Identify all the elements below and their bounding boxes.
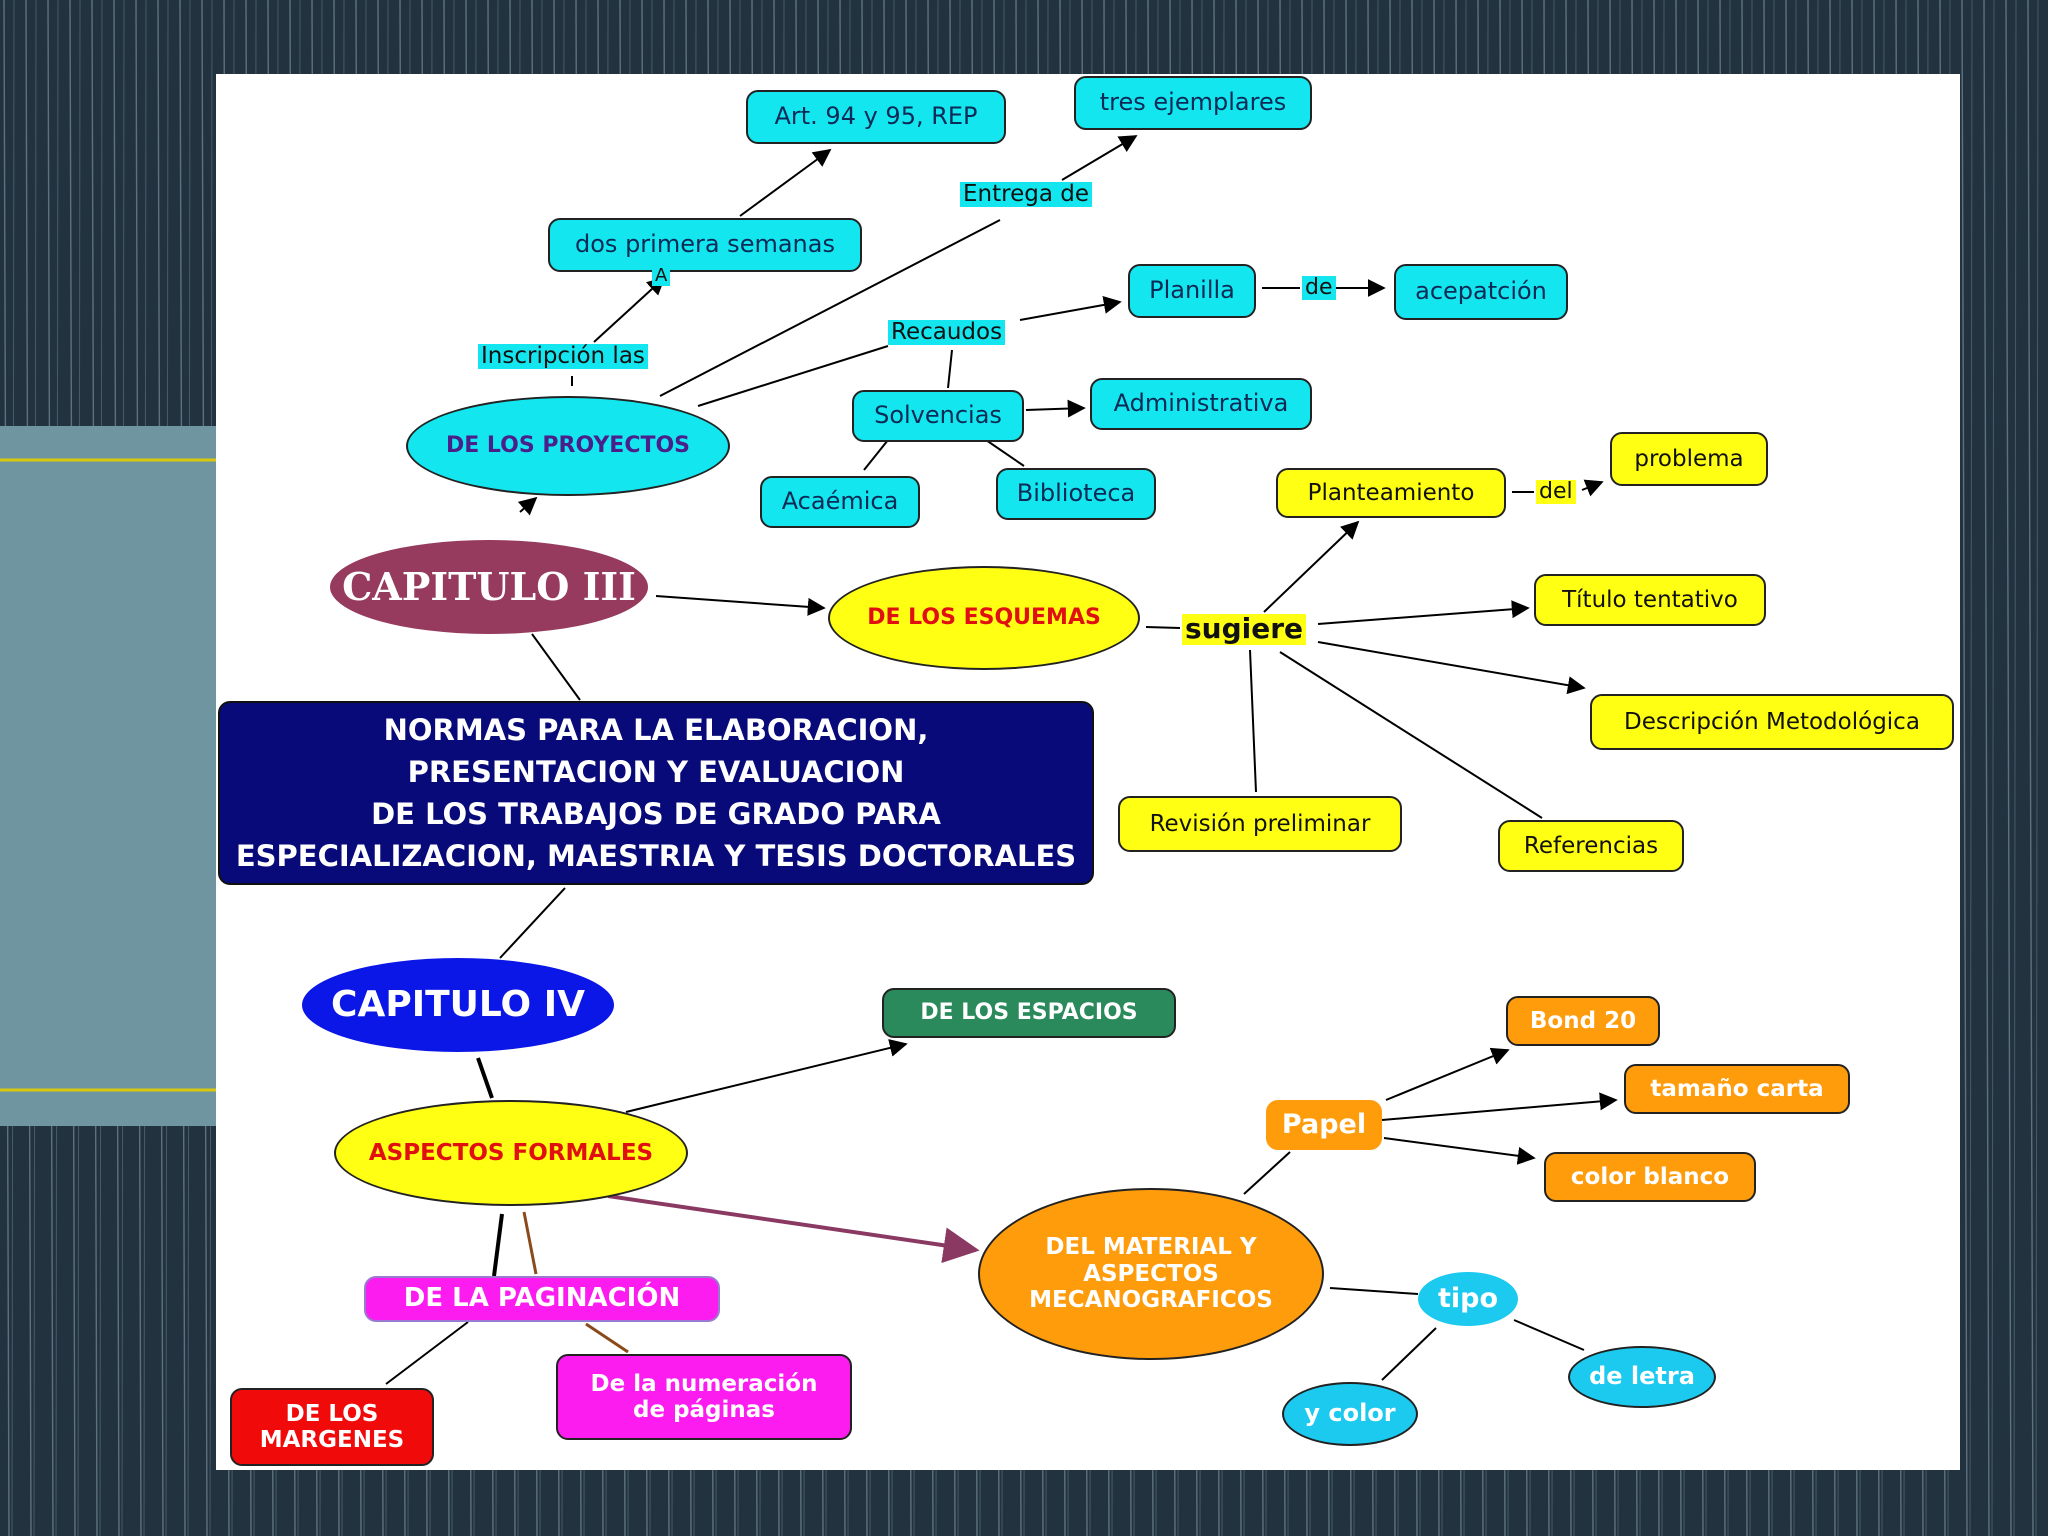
dos-semanas-node: dos primera semanas — [548, 218, 862, 272]
esquemas-node: DE LOS ESQUEMAS — [828, 566, 1140, 670]
biblioteca-node: Biblioteca — [996, 468, 1156, 520]
link-tipo-deletra — [1513, 1319, 1585, 1351]
link-material-papel — [1243, 1151, 1291, 1195]
title-line-1: NORMAS PARA LA ELABORACION, — [383, 712, 929, 747]
margenes-line-1: DE LOS — [285, 1400, 379, 1427]
proyectos-node: DE LOS PROYECTOS — [406, 396, 730, 496]
link-ch3-esquemas — [655, 595, 826, 616]
link-aspectos-espacios — [625, 1039, 908, 1113]
de-letra-node: de letra — [1568, 1346, 1716, 1408]
recaudos-label: Recaudos — [888, 319, 1006, 346]
material-line-3: MECANOGRAFICOS — [1029, 1287, 1273, 1314]
numeracion-line-2: de páginas — [633, 1397, 775, 1423]
link-sugiere-planteamiento — [1263, 520, 1360, 613]
link-del-problema — [1581, 479, 1604, 497]
link-solv-academica — [863, 439, 889, 471]
chapter-3-node: CAPITULO III — [330, 540, 648, 634]
chapter-4-node: CAPITULO IV — [302, 958, 614, 1052]
link-material-tipo — [1329, 1287, 1419, 1295]
title-line-3: DE LOS TRABAJOS DE GRADO PARA — [371, 797, 941, 831]
planteamiento-node: Planteamiento — [1276, 468, 1506, 518]
art-node: Art. 94 y 95, REP — [746, 90, 1006, 144]
link-tipo-ycolor — [1381, 1327, 1437, 1381]
administrativa-node: Administrativa — [1090, 378, 1312, 430]
espacios-node: DE LOS ESPACIOS — [882, 988, 1176, 1038]
entrega-label: Entrega de — [960, 181, 1092, 208]
revision-node: Revisión preliminar — [1118, 796, 1402, 852]
link-papel-color — [1383, 1137, 1536, 1165]
academica-node: Acaémica — [760, 476, 920, 528]
numeracion-line-1: De la numeración — [590, 1370, 818, 1397]
link-proy-entrega — [659, 219, 1001, 397]
problema-node: problema — [1610, 432, 1768, 486]
link-aspectos-paginacion — [492, 1213, 504, 1277]
link-esquemas-sugiere — [1145, 626, 1181, 629]
material-node: DEL MATERIAL Y ASPECTOS MECANOGRAFICOS — [978, 1188, 1324, 1360]
link-title-ch4 — [499, 887, 566, 959]
margenes-line-2: MARGENES — [259, 1427, 405, 1453]
aspectos-formales-node: ASPECTOS FORMALES — [334, 1100, 688, 1206]
link-entrega-tres — [1061, 135, 1138, 181]
planilla-node: Planilla — [1128, 264, 1256, 318]
link-papel-bond — [1385, 1047, 1510, 1101]
link-ch4-aspectos — [476, 1057, 494, 1099]
title-line-2: PRESENTACION Y EVALUACION — [407, 754, 905, 789]
bond-node: Bond 20 — [1506, 996, 1660, 1046]
link-dos-art — [739, 148, 832, 217]
link-title-ch3 — [531, 633, 581, 701]
material-line-1: DEL MATERIAL Y — [1045, 1234, 1257, 1261]
inscripcion-label: Inscripción las — [478, 343, 648, 370]
link-solv-admin — [1025, 399, 1086, 418]
link-recaudos-planilla — [1019, 296, 1122, 321]
link-aspectos-paginacion-2 — [522, 1211, 538, 1275]
link-papel-tamano — [1381, 1092, 1618, 1121]
link-sugiere-revision — [1249, 649, 1257, 793]
material-line-2: ASPECTOS — [1083, 1260, 1219, 1287]
link-pag-numeracion — [585, 1322, 629, 1354]
link-inscripcion-dos — [593, 276, 666, 343]
numeracion-node: De la numeración de páginas — [556, 1354, 852, 1440]
link-aspectos-material — [607, 1194, 980, 1264]
color-blanco-node: color blanco — [1544, 1152, 1756, 1202]
side-panel — [0, 426, 230, 1126]
link-ch3-proyectos — [517, 496, 538, 516]
referencias-node: Referencias — [1498, 820, 1684, 872]
y-color-node: y color — [1282, 1382, 1418, 1446]
connectors — [385, 135, 1618, 1385]
link-sugiere-titulo — [1317, 600, 1530, 625]
link-sugiere-descripcion — [1317, 641, 1586, 695]
papel-node: Papel — [1266, 1100, 1382, 1150]
margenes-node: DE LOS MARGENES — [230, 1388, 434, 1466]
titulo-tentativo-node: Título tentativo — [1534, 574, 1766, 626]
a-label: A — [652, 266, 671, 286]
del-label: del — [1536, 479, 1576, 505]
title-line-4: ESPECIALIZACION, MAESTRIA Y TESIS DOCTOR… — [235, 839, 1077, 874]
link-pag-margenes — [385, 1321, 469, 1385]
link-solv-biblioteca — [985, 439, 1025, 467]
link-sugiere-referencias — [1279, 651, 1543, 819]
link-proy-recaudos — [697, 345, 889, 407]
main-title-box: NORMAS PARA LA ELABORACION, PRESENTACION… — [218, 701, 1094, 885]
tamano-carta-node: tamaño carta — [1624, 1064, 1850, 1114]
link-recaudos-solvencias — [947, 349, 953, 389]
solvencias-node: Solvencias — [852, 390, 1024, 442]
tipo-node: tipo — [1418, 1272, 1518, 1326]
tres-ejemplares-node: tres ejemplares — [1074, 76, 1312, 130]
de-label: de — [1302, 275, 1336, 301]
paginacion-node: DE LA PAGINACIÓN — [364, 1276, 720, 1322]
aceptacion-node: acepatción — [1394, 264, 1568, 320]
descripcion-node: Descripción Metodológica — [1590, 694, 1954, 750]
sugiere-label: sugiere — [1182, 613, 1307, 645]
